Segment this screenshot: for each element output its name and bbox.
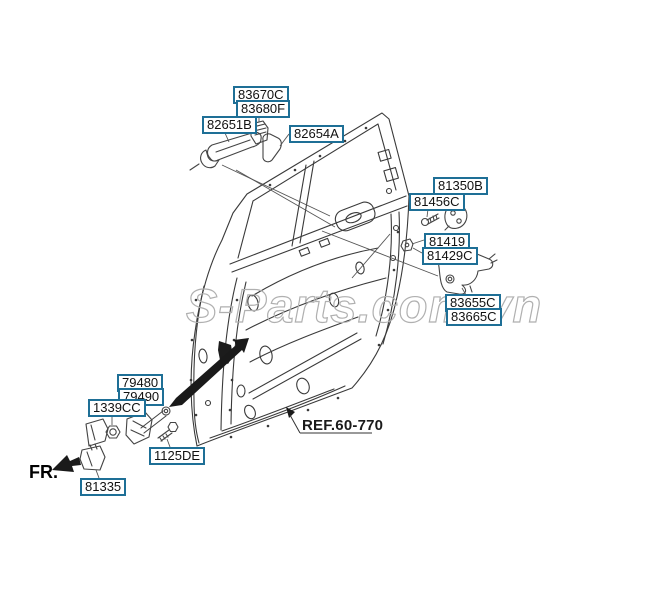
fr-orientation-label: FR.: [29, 462, 58, 482]
part-number-label[interactable]: 81456C: [409, 193, 465, 211]
window-frame-lines: [237, 123, 397, 259]
ref-callout-lines: [289, 414, 372, 434]
impact-beam: [248, 332, 362, 400]
grommet-part: [400, 238, 414, 252]
window-divider: [291, 160, 315, 247]
part-number-label[interactable]: 83665C: [446, 308, 502, 326]
ref-callout-label[interactable]: REF.60-770: [302, 417, 384, 434]
striker-screw: [420, 213, 440, 227]
part-number-label[interactable]: 81335: [80, 478, 127, 496]
direction-arrows: [52, 338, 295, 472]
checker-insert-arrow: [169, 338, 249, 407]
part-number-label[interactable]: 82651B: [202, 116, 257, 134]
nut-part: [105, 425, 121, 439]
part-number-label[interactable]: 1125DE: [149, 447, 206, 465]
part-number-label[interactable]: 81429C: [422, 247, 478, 265]
handle-pad-part: [262, 133, 282, 163]
panel-holes: [198, 261, 365, 420]
lock-edge-details: [298, 148, 400, 262]
part-number-label[interactable]: 82654A: [289, 125, 344, 143]
inner-aperture-lines: [245, 247, 387, 363]
belt-line: [229, 195, 408, 273]
door-checker-part: [125, 406, 171, 445]
part-number-label[interactable]: 79480: [117, 374, 164, 392]
part-number-label[interactable]: 83680F: [236, 100, 291, 118]
part-number-label[interactable]: 1339CC: [88, 399, 146, 417]
door-panel-drawing: [189, 112, 410, 447]
handle-pocket: [334, 201, 376, 232]
hinge-part: [79, 418, 109, 471]
fr-arrow: [52, 455, 81, 472]
outside-handle-part: [189, 131, 262, 171]
bolt-part: [157, 421, 179, 442]
ref-arrowhead: [286, 407, 295, 418]
